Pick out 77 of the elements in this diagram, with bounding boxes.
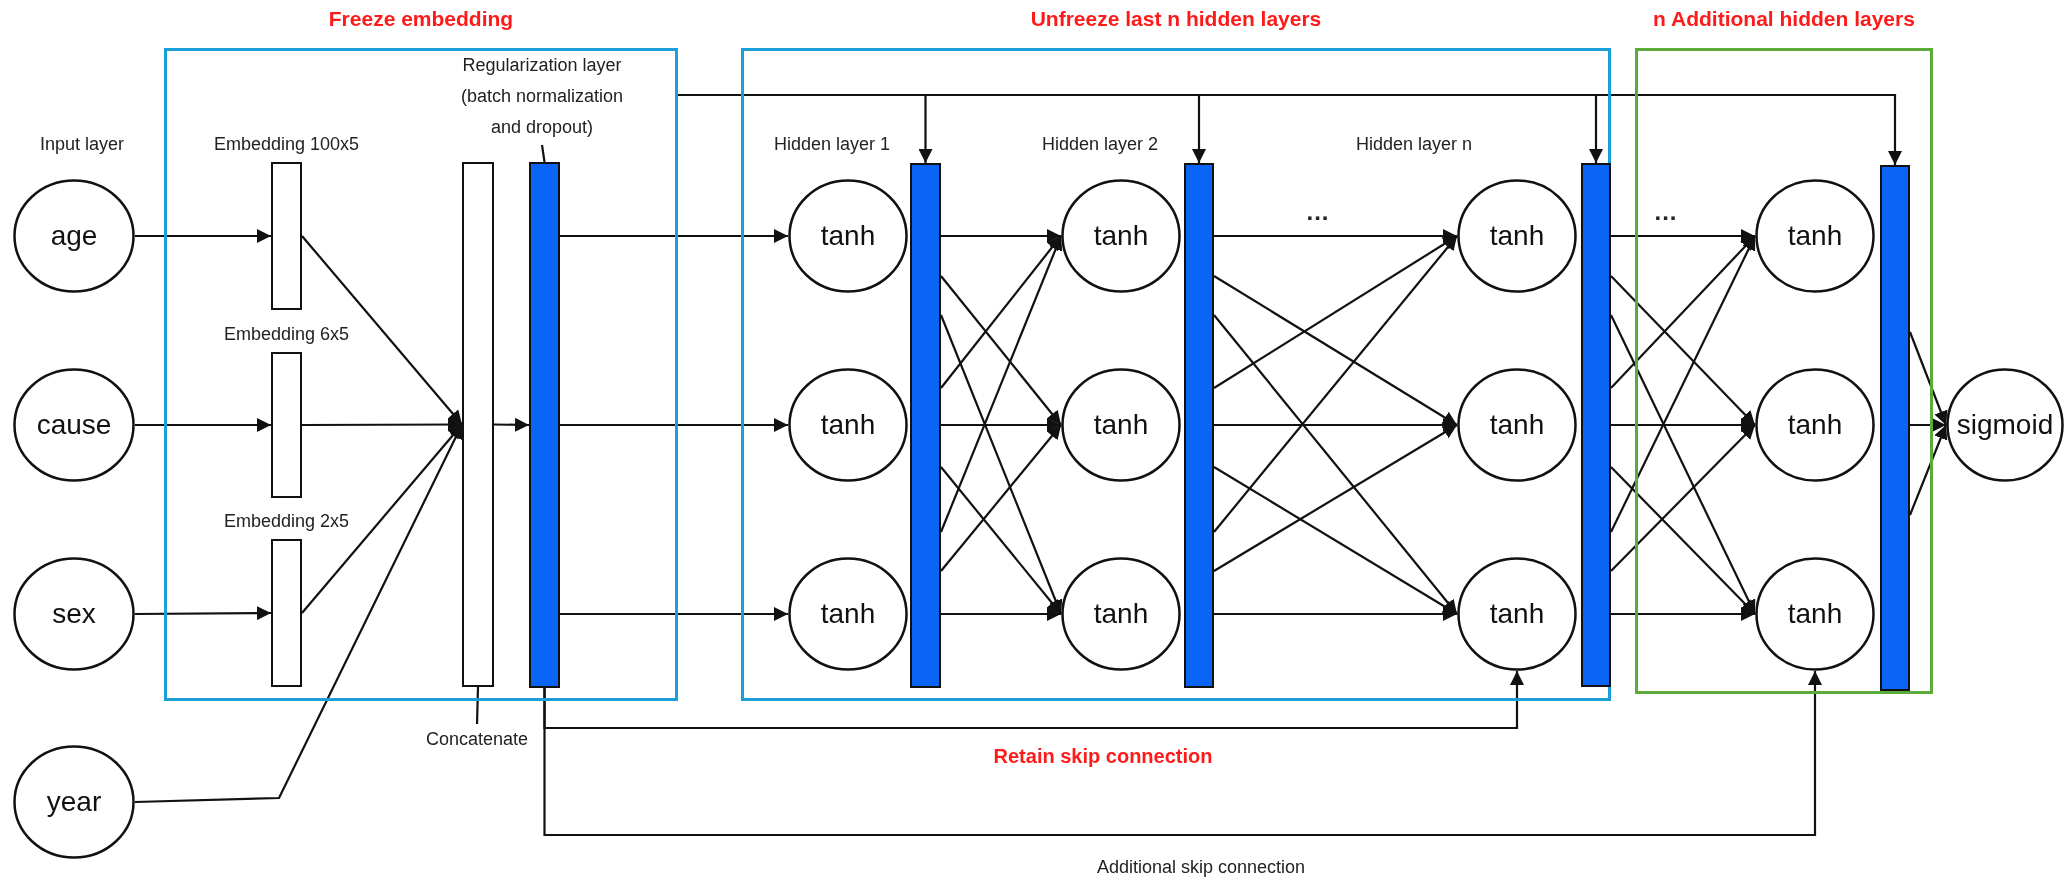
neuron-circle: tanh (1061, 557, 1181, 671)
leader-line (475, 686, 480, 725)
layer-bar (1184, 163, 1214, 688)
arrow (940, 466, 1062, 615)
neuron-circle: year (13, 745, 135, 859)
neuron-circle: age (13, 179, 135, 293)
arrow (301, 235, 463, 426)
arrow (543, 671, 1524, 730)
arrow (1910, 418, 1946, 432)
arrow (1214, 418, 1457, 432)
neuron-circle: tanh (788, 557, 908, 671)
arrow (1214, 229, 1457, 243)
ellipsis: ... (1306, 198, 1330, 226)
arrow (543, 671, 1822, 837)
group-title: Freeze embedding (328, 7, 514, 31)
neuron-circle: sex (13, 557, 135, 671)
layer-box (271, 162, 302, 310)
layer-label: Input layer (39, 133, 125, 155)
arrow (1213, 314, 1458, 615)
arrow (135, 229, 271, 243)
layer-label: Hidden layer n (1355, 133, 1473, 155)
arrow (940, 424, 1062, 572)
neuron-circle: sigmoid (1946, 368, 2064, 482)
arrow (1611, 418, 1755, 432)
neuron-circle: tanh (1061, 368, 1181, 482)
group-title: n Additional hidden layers (1653, 7, 1915, 31)
layer-bar (1581, 163, 1611, 687)
arrow (1213, 235, 1458, 533)
layer-box (271, 539, 302, 687)
layer-box (271, 352, 302, 498)
layer-label: Hidden layer 1 (773, 133, 891, 155)
arrow (941, 418, 1061, 432)
arrow (135, 418, 271, 432)
arrow (560, 229, 788, 243)
arrow (1214, 607, 1457, 621)
layer-label: Embedding 6x5 (223, 323, 350, 345)
arrow (560, 418, 788, 432)
arrow (1611, 607, 1755, 621)
layer-label: Concatenate (417, 724, 537, 750)
arrow (941, 229, 1061, 243)
arrow (1213, 275, 1458, 426)
neuron-circle: tanh (788, 368, 908, 482)
arrow (1610, 424, 1756, 572)
layer-bar (910, 163, 941, 688)
arrow (941, 607, 1061, 621)
layer-label: Embedding 100x5 (213, 133, 360, 155)
neuron-circle: cause (13, 368, 135, 482)
layer-bar (1880, 165, 1910, 691)
layer-label: Embedding 2x5 (223, 510, 350, 532)
group-title: Unfreeze last n hidden layers (1030, 7, 1322, 31)
arrow (1213, 235, 1458, 389)
neuron-circle: tanh (788, 179, 908, 293)
arrow (1610, 235, 1756, 389)
layer-bar (529, 162, 560, 688)
arrow (1610, 466, 1756, 615)
neuron-circle: tanh (1457, 368, 1577, 482)
arrow (1213, 424, 1458, 572)
arrow (1611, 229, 1755, 243)
layer-box (462, 162, 494, 687)
arrow (1610, 275, 1756, 426)
neuron-circle: tanh (1457, 557, 1577, 671)
arrow (302, 417, 462, 432)
arrow (940, 235, 1062, 389)
arrow (135, 606, 271, 621)
neuron-circle: tanh (1061, 179, 1181, 293)
layer-label: Hidden layer 2 (1041, 133, 1159, 155)
neuron-circle: tanh (1755, 368, 1875, 482)
neuron-circle: tanh (1457, 179, 1577, 293)
layer-label: Regularization layer (batch normalization and dropout) (447, 50, 637, 145)
neuron-circle: tanh (1755, 179, 1875, 293)
arrow (678, 93, 1902, 165)
leader-line (540, 144, 546, 163)
ellipsis: ... (1654, 198, 1678, 226)
arrow (940, 275, 1062, 426)
arrow (494, 417, 529, 432)
arrow (560, 607, 788, 621)
neuron-circle: tanh (1755, 557, 1875, 671)
